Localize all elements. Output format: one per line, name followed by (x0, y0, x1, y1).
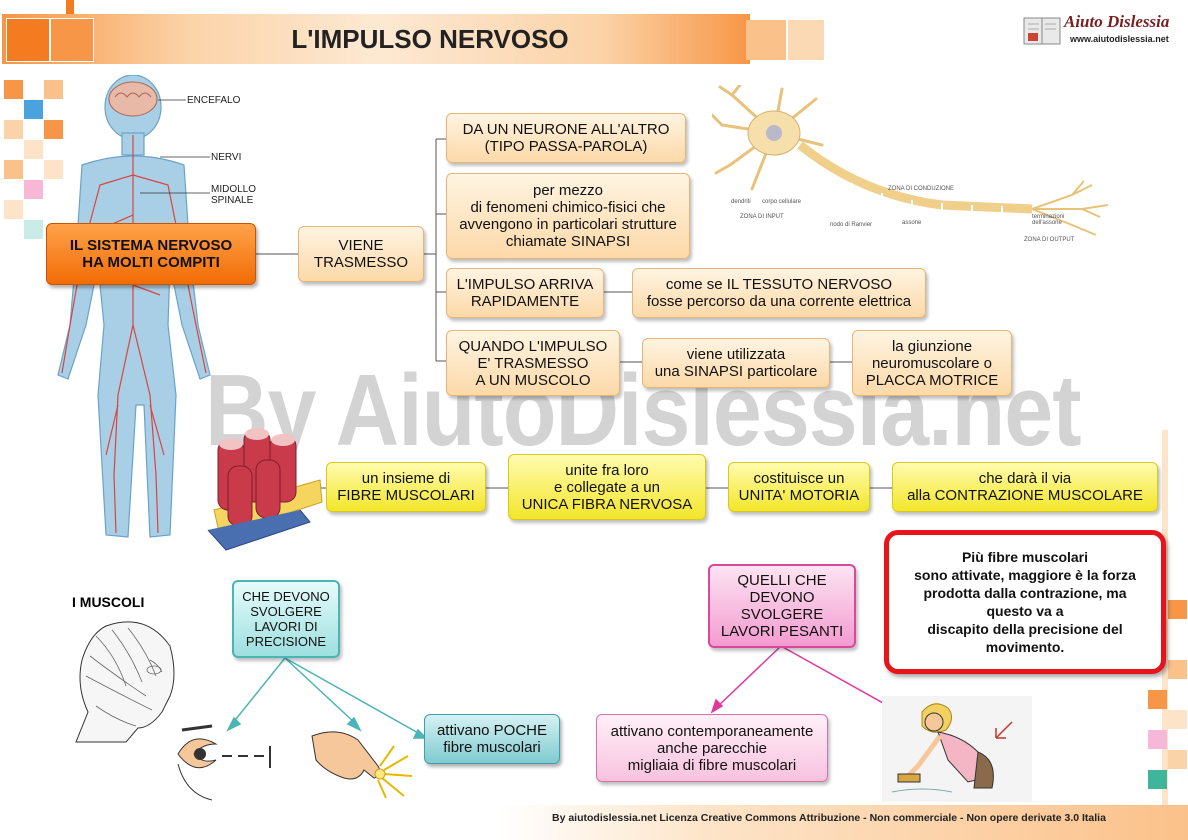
label-zona-input: ZONA DI INPUT (740, 214, 784, 220)
brain-icon (108, 81, 158, 117)
logo: Aiuto Dislessia www.aiutodislessia.net (1022, 12, 1172, 52)
header-square-2 (50, 18, 94, 62)
node-fenomeni-chimico-fisici: per mezzo di fenomeni chimico-fisici che… (446, 173, 690, 259)
label-dendriti: dendriti (731, 199, 751, 205)
logo-text: Aiuto Dislessia (1064, 12, 1170, 31)
node-parecchie-fibre: attivano contemporaneamente anche parecc… (596, 714, 828, 782)
node-quando-impulso: QUANDO L'IMPULSO E' TRASMESSO A UN MUSCO… (446, 330, 620, 396)
node-poche-fibre: attivano POCHE fibre muscolari (424, 714, 560, 764)
node-unita-motoria: costituisce un UNITA' MOTORIA (728, 462, 870, 512)
scrubbing-woman-illustration (882, 696, 1032, 802)
node-sinapsi-particolare: viene utilizzata una SINAPSI particolare (642, 338, 830, 388)
header-bar (2, 14, 750, 64)
muscle-fibers-illustration (207, 428, 323, 551)
muscoli-label: I MUSCOLI (72, 594, 145, 610)
head-muscles-illustration (75, 621, 175, 743)
node-contrazione-muscolare: che darà il via alla CONTRAZIONE MUSCOLA… (892, 462, 1158, 512)
footer-license: By aiutodislessia.net Licenza Creative C… (552, 812, 1106, 824)
node-da-un-neurone: DA UN NEURONE ALL'ALTRO (TIPO PASSA-PARO… (446, 113, 686, 163)
label-terminazioni: terminazioni dell'assone (1032, 214, 1065, 226)
node-fibre-muscolari: un insieme di FIBRE MUSCOLARI (326, 462, 486, 512)
eye-illustration (177, 724, 271, 801)
node-lavori-precisione: CHE DEVONO SVOLGERE LAVORI DI PRECISIONE (232, 580, 340, 658)
label-corpo-cellulare: corpo cellulare (762, 199, 802, 205)
header-square-1 (6, 18, 50, 62)
page-title: L'IMPULSO NERVOSO (291, 24, 569, 54)
footer-bar (500, 805, 1188, 840)
hand-illustration (311, 731, 413, 799)
node-tessuto-nervoso: come se IL TESSUTO NERVOSO fosse percors… (632, 268, 926, 318)
node-impulso-arriva: L'IMPULSO ARRIVA RAPIDAMENTE (446, 268, 604, 318)
node-placca-motrice: la giunzione neuromuscolare o PLACCA MOT… (852, 330, 1012, 396)
node-unica-fibra-nervosa: unite fra loro e collegate a un UNICA FI… (508, 454, 706, 520)
top-orange-tab (66, 0, 74, 14)
neuron-illustration (712, 85, 1109, 236)
label-midollo: MIDOLLO SPINALE (211, 184, 257, 206)
label-nodo-ranvier: nodo di Ranvier (830, 222, 873, 228)
label-zona-output: ZONA DI OUTPUT (1024, 237, 1075, 243)
header-square-3 (746, 20, 786, 60)
label-assone: assone (902, 220, 922, 226)
node-viene-trasmesso: VIENE TRASMESSO (298, 226, 424, 282)
logo-url: www.aiutodislessia.net (1070, 34, 1169, 44)
label-encefalo: ENCEFALO (187, 95, 241, 106)
book-icon (1023, 17, 1061, 45)
header-square-4 (788, 20, 824, 60)
node-sistema-nervoso: IL SISTEMA NERVOSO HA MOLTI COMPITI (46, 223, 256, 285)
label-nervi: NERVI (211, 152, 242, 163)
node-lavori-pesanti: QUELLI CHE DEVONO SVOLGERE LAVORI PESANT… (708, 564, 856, 648)
label-zona-conduzione: ZONA DI CONDUZIONE (888, 186, 955, 192)
note-forza-precisione: Più fibre muscolari sono attivate, maggi… (884, 530, 1166, 674)
